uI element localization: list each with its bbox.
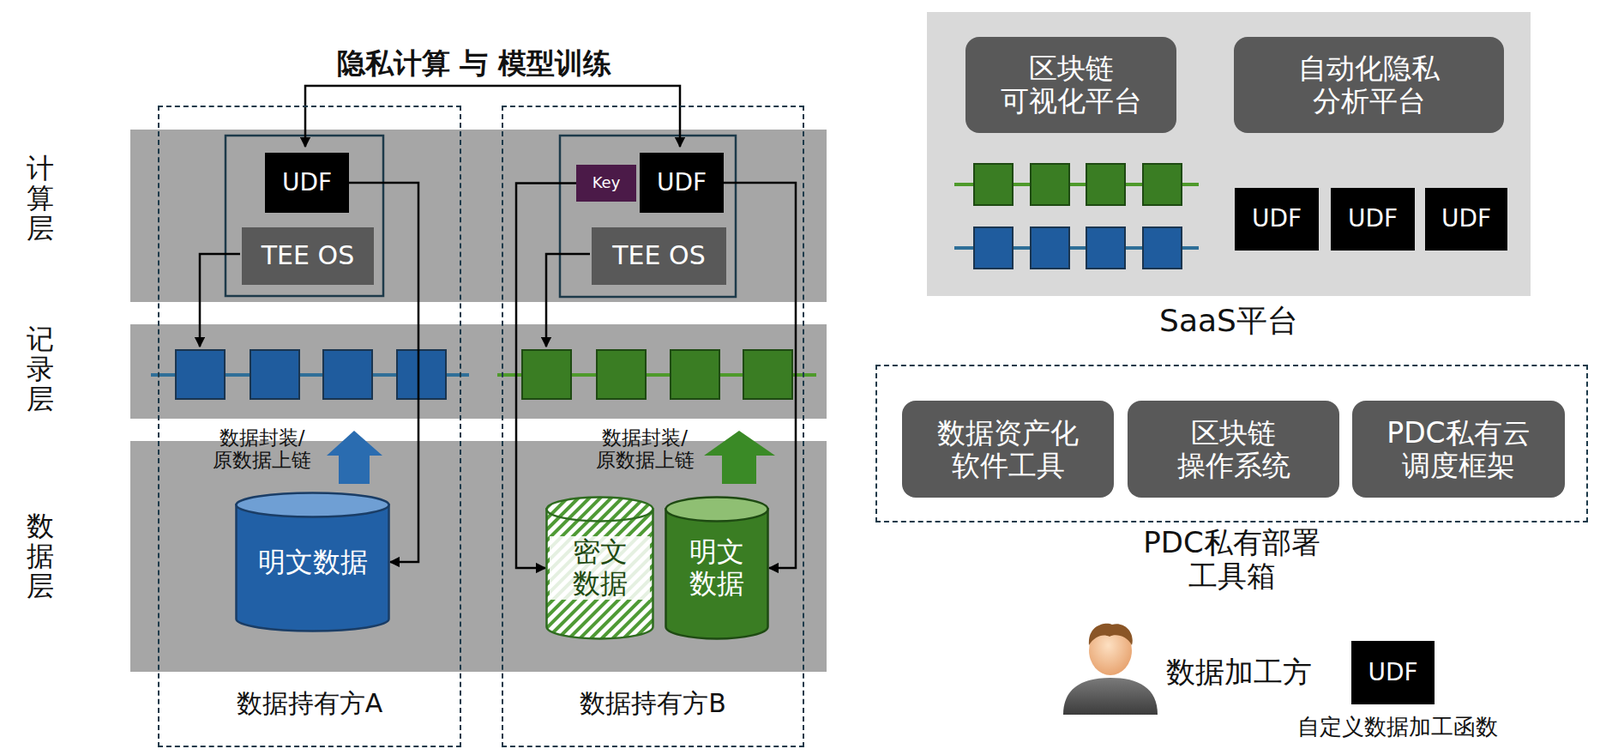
node-text: UDF (1251, 204, 1302, 233)
cylinder-top (666, 497, 769, 522)
node-text: UDF (1441, 204, 1492, 233)
node-text: 明文 数据 (671, 535, 763, 600)
compute-band (130, 129, 827, 302)
udf-box: UDF (1330, 187, 1415, 251)
udf-box: UDF (1425, 187, 1508, 251)
person-body (1063, 677, 1158, 715)
plain-data-cylinder: 明文数据 (234, 491, 391, 632)
layer-label: 数据层 (26, 511, 55, 602)
chain-block (1142, 227, 1182, 269)
upload-arrow (703, 430, 776, 484)
udf-box: UDF (264, 152, 349, 213)
udf-box: UDF (1234, 187, 1319, 251)
text-label: 数据封装/ 原数据上链 (588, 426, 702, 472)
chain-block (1086, 227, 1125, 269)
text-label: 数据加工方 (1166, 655, 1312, 689)
platform-box: 区块链 操作系统 (1127, 400, 1340, 498)
compute-bracket (305, 85, 680, 147)
chain-link (954, 246, 1199, 250)
platform-box: 自动化隐私 分析平台 (1233, 36, 1504, 133)
person-head (1088, 625, 1132, 675)
text-label: 数据封装/ 原数据上链 (204, 426, 320, 472)
tee-frame (559, 135, 736, 297)
node-text: 数据持有方A (159, 688, 460, 719)
chain-link (954, 182, 1199, 187)
record-band (130, 324, 827, 419)
plain-data-cylinder: 明文 数据 (664, 495, 770, 640)
cylinder-top (547, 497, 654, 522)
node-text: TEE OS (612, 240, 705, 271)
node-text: 自动化隐私 分析平台 (1249, 52, 1489, 118)
chain-block (175, 349, 225, 399)
upload-arrow (326, 430, 383, 484)
chain-block (323, 349, 373, 399)
person-hair (1088, 623, 1133, 645)
node-text: 区块链 操作系统 (1142, 416, 1324, 482)
chain-block (974, 227, 1013, 269)
udf-box: UDF (1351, 640, 1435, 704)
node-text: UDF (1347, 204, 1398, 233)
chain-block (974, 163, 1013, 205)
cylinder-top (236, 493, 390, 518)
platform-box: 区块链 可视化平台 (965, 36, 1177, 133)
chain-block (1030, 163, 1070, 205)
node-text: Key (592, 174, 621, 193)
node-text: UDF (656, 168, 707, 197)
chain-block (1142, 163, 1182, 205)
chain-block (670, 349, 720, 399)
node-text: 数据持有方B (503, 688, 803, 719)
key-box: Key (576, 164, 637, 202)
node-text: 区块链 可视化平台 (980, 52, 1161, 118)
cylinder-body (666, 507, 769, 639)
node-text: SaaS平台 (926, 302, 1531, 338)
node-text: TEE OS (261, 240, 355, 271)
cylinder-body (547, 507, 654, 639)
chain-block (1030, 227, 1070, 269)
chain-block (250, 349, 300, 399)
layer-label: 记录层 (26, 324, 55, 416)
chain-block (396, 349, 446, 399)
platform-box: 数据资产化 软件工具 (902, 400, 1114, 498)
node-text: PDC私有部署 工具箱 (1120, 525, 1344, 593)
chain-block (596, 349, 646, 399)
node-text: 数据资产化 软件工具 (917, 416, 1099, 482)
tee-os-box: TEE OS (591, 227, 727, 285)
cylinder-body (236, 503, 390, 632)
record-arrow (546, 253, 590, 347)
chain-block (743, 349, 793, 399)
record-arrow (199, 253, 241, 347)
node-text: 密文 数据 (549, 535, 650, 600)
node-text: UDF (1367, 658, 1418, 686)
udf-box: UDF (639, 152, 724, 213)
layer-label: 计算层 (26, 153, 55, 245)
saas-panel: 区块链 可视化平台自动化隐私 分析平台UDFUDFUDFSaaS平台 (926, 12, 1531, 296)
node-text: PDC私有云 调度框架 (1367, 416, 1550, 482)
toolbox-box: 数据资产化 软件工具区块链 操作系统PDC私有云 调度框架PDC私有部署 工具箱 (875, 364, 1588, 523)
node-text: UDF (282, 168, 332, 197)
chain-block (522, 349, 572, 399)
tee-os-box: TEE OS (241, 227, 374, 285)
chain-block (1086, 163, 1125, 205)
node-text: 明文数据 (258, 546, 368, 578)
tee-frame (225, 135, 384, 296)
data-owner-box: UDF TEE OS 明文数据数据持有方A (157, 105, 462, 747)
text-label: 自定义数据加工函数 (1297, 714, 1498, 740)
text-label: 隐私计算 与 模型训练 (331, 47, 617, 80)
platform-box: PDC私有云 调度框架 (1352, 400, 1565, 498)
cipher-data-cylinder: 密文 数据 (545, 495, 655, 640)
